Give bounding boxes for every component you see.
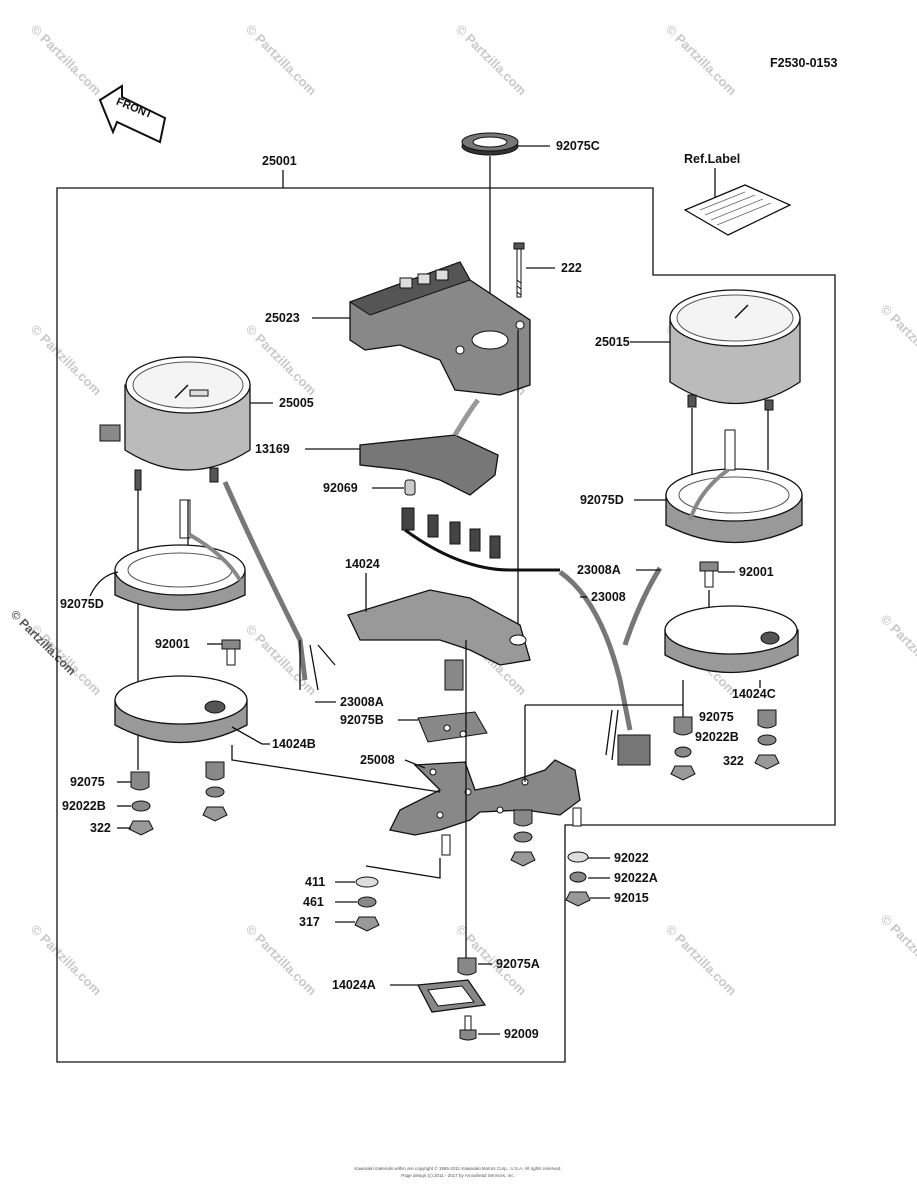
watermark: © Partzilla.com [28,322,105,399]
indicator-panel-25023 [348,261,531,396]
label-322-right: 322 [723,754,744,768]
label-92075C: 92075C [556,139,600,153]
watermark: © Partzilla.com [878,912,917,989]
label-92075B: 92075B [340,713,384,727]
watermark: © Partzilla.com [28,22,105,99]
wire-ends-left [299,640,336,691]
cup-14024b [114,675,248,744]
watermark: © Partzilla.com [878,612,917,689]
ring-92075d-right [665,429,803,544]
label-25023: 25023 [265,311,300,325]
wire-harness-23008 [558,569,633,731]
nut-stack-left-inner [202,761,228,822]
bracket-14024 [347,589,531,691]
watermark: © Partzilla.com [453,22,530,99]
label-14024C: 14024C [732,687,776,701]
cup-14024c [664,605,799,674]
ref-label-sticker [683,184,792,236]
footer-copyright: Kawasaki materials within are copyright … [354,1165,561,1171]
plate-14024a [416,979,487,1013]
label-13169: 13169 [255,442,290,456]
hardware-stack-92022 [565,851,591,907]
footer-design-credit: Page design (c) 2011 - 2017 by Arrowhead… [401,1173,514,1178]
label-14024A: 14024A [332,978,376,992]
bracket-13169 [359,398,499,496]
nut-stack-left-outer [128,771,154,836]
label-23008: 23008 [591,590,626,604]
bulb-92069 [404,479,416,496]
wire-harness-23008A-right [622,566,663,646]
watermark: © Partzilla.com [663,22,740,99]
screw-92001-left [221,639,241,666]
label-14024: 14024 [345,557,380,571]
label-14024B: 14024B [272,737,316,751]
label-322-left-text: 322 [90,821,111,835]
connector-23008 [605,709,651,766]
label-25005: 25005 [279,396,314,410]
label-222: 222 [561,261,582,275]
label-92075A: 92075A [496,957,540,971]
label-92075-left: 92075 [70,775,105,789]
watermark: © Partzilla.com [28,922,105,999]
figure-code: F2530-0153 [770,56,837,70]
watermark: © Partzilla.com [243,922,320,999]
watermark: © Partzilla.com [663,922,740,999]
label-317: 317 [299,915,320,929]
watermark: © Partzilla.com [243,322,320,399]
screw-92009 [459,1015,477,1041]
label-92001-left: 92001 [155,637,190,651]
label-92022: 92022 [614,851,649,865]
assembly-outline [56,187,836,1063]
label-92001-right: 92001 [739,565,774,579]
label-92022B-right: 92022B [695,730,739,744]
label-23008A-left: 23008A [340,695,384,709]
screw-92001-right [699,561,719,588]
label-92015: 92015 [614,891,649,905]
watermark: © Partzilla.com [243,22,320,99]
ref-label-title: Ref.Label [684,152,740,166]
grommet-92075c [461,132,519,156]
label-92069: 92069 [323,481,358,495]
pad-92075b [417,711,488,743]
label-25001: 25001 [262,154,297,168]
bracket-25008 [389,759,582,856]
watermark-dark: © Partzilla.com [8,607,79,678]
label-92009: 92009 [504,1027,539,1041]
front-arrow-icon: FRONT [98,84,167,144]
label-23008A-right: 23008A [577,563,621,577]
bolt-222 [513,242,525,298]
label-25015: 25015 [595,335,630,349]
label-25008: 25008 [360,753,395,767]
wire-harness-23008A-left [222,480,308,681]
label-92022B-left: 92022B [62,799,106,813]
ring-92075d-left [114,499,246,611]
grommet-92075a [457,957,477,976]
nut-stack-right-inner [670,716,696,781]
watermark: © Partzilla.com [878,302,917,379]
label-92075-right: 92075 [699,710,734,724]
gauge-25015 [669,289,801,411]
label-92022A: 92022A [614,871,658,885]
hardware-stack-411 [354,876,380,932]
label-461: 461 [303,895,324,909]
watermark: © Partzilla.com [243,622,320,699]
label-92075D-left: 92075D [60,597,104,611]
label-92075D-right: 92075D [580,493,624,507]
gauge-25005 [99,356,251,491]
label-411: 411 [305,875,325,889]
nut-stack-right-outer [754,709,780,770]
socket-cluster [401,507,560,572]
nut-stack-center [510,809,536,867]
